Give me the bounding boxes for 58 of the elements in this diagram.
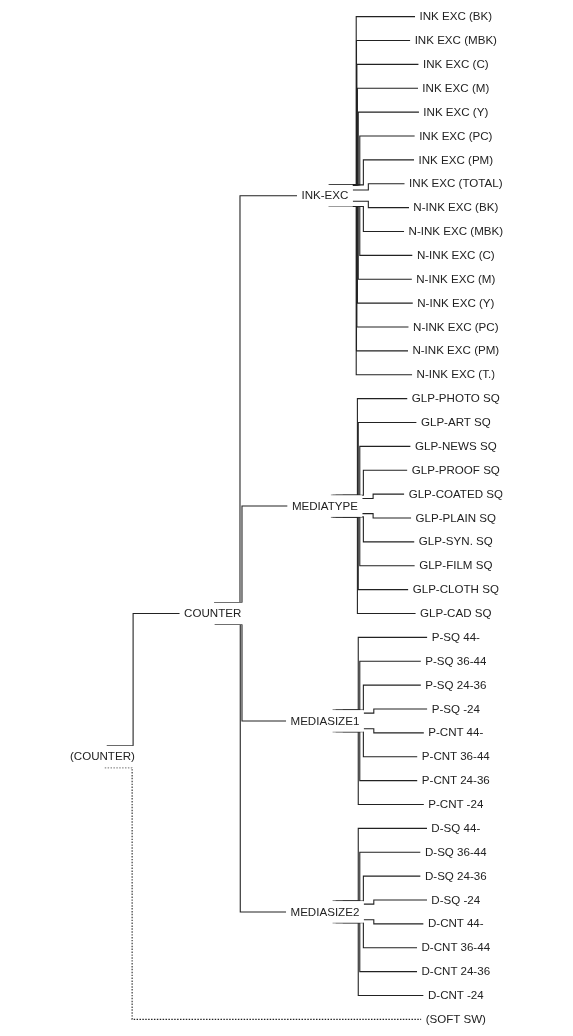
node-text: GLP-PLAIN SQ [415, 511, 496, 524]
node-text: INK EXC (BK) [419, 10, 493, 23]
node-text: P-SQ 36-44 [425, 654, 487, 668]
node-text: N-INK EXC (C) [416, 248, 495, 262]
node-text: N-INK EXC (MBK) [408, 225, 504, 238]
node-text: GLP-COATED SQ [408, 487, 503, 500]
node-text: N-INK EXC (T.) [416, 368, 496, 381]
node-text: INK EXC (TOTAL) [409, 177, 503, 190]
connector [332, 636, 428, 711]
node-text: GLP-NEWS SQ [414, 439, 497, 453]
connector [330, 516, 417, 615]
node-text: P-SQ -24 [431, 702, 480, 715]
connector [332, 827, 428, 902]
node-text: GLP-CLOTH SQ [412, 583, 499, 596]
node-text: D-SQ 44- [431, 821, 481, 835]
node-text: GLP-ART SQ [420, 415, 491, 429]
node-text: P-CNT 36-44 [421, 750, 490, 763]
connector [342, 684, 422, 711]
node-text: GLP-SYN. SQ [418, 535, 493, 548]
connector [363, 708, 428, 714]
node-text: N-INK EXC (BK) [413, 201, 499, 214]
node-text: (SOFT SW) [425, 1012, 486, 1026]
node-text: D-CNT -24 [427, 988, 484, 1002]
node-text: D-CNT 44- [427, 917, 484, 930]
node-text: N-INK EXC (PM) [412, 344, 500, 357]
node-text: D-CNT 36-44 [421, 941, 491, 954]
node-text: N-INK EXC (PC) [413, 320, 499, 333]
node-text: N-INK EXC (M) [416, 272, 496, 286]
node-text: D-CNT 24-36 [421, 965, 491, 978]
node-text: GLP-FILM SQ [419, 559, 493, 572]
connector [363, 728, 425, 734]
connector [361, 513, 412, 519]
connector [363, 899, 428, 905]
connector [361, 493, 405, 500]
node-text: D-SQ 36-44 [424, 845, 487, 859]
node-text: P-SQ 44- [431, 630, 480, 644]
node-text: INK EXC (Y) [423, 105, 489, 118]
node-text: D-SQ -24 [431, 893, 481, 906]
connector [342, 875, 422, 902]
node-text: P-CNT -24 [428, 797, 484, 811]
connector [335, 660, 422, 711]
connector [352, 200, 410, 209]
node-text: INK EXC (MBK) [414, 34, 497, 47]
node-text: P-CNT 24-36 [421, 774, 490, 787]
node-text: GLP-CAD SQ [420, 606, 492, 620]
connector [352, 183, 406, 191]
node-text: INK EXC (C) [423, 57, 489, 71]
node-text: INK EXC (PC) [419, 129, 493, 142]
node-text: D-SQ 24-36 [424, 869, 487, 882]
node-text: P-CNT 44- [428, 726, 484, 739]
node-text: INK EXC (PM) [418, 153, 494, 166]
node-text: INK EXC (M) [422, 81, 490, 95]
node-text: P-SQ 24-36 [425, 678, 487, 691]
connector [335, 851, 422, 902]
node-text: GLP-PHOTO SQ [411, 392, 500, 405]
node-text: N-INK EXC (Y) [417, 296, 495, 309]
node-text: GLP-PROOF SQ [411, 463, 500, 477]
connector [363, 919, 425, 925]
